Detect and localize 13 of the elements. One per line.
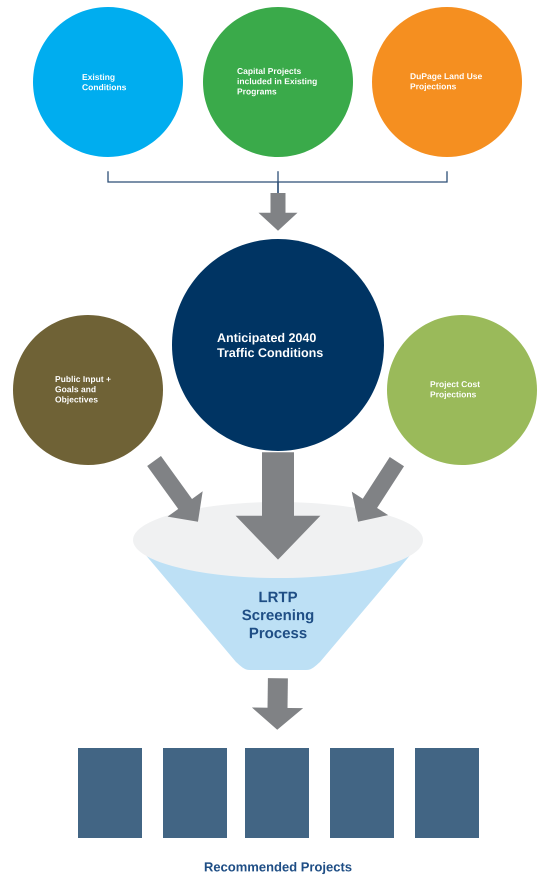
circle-node: Capital Projects included in Existing Programs [203,7,353,157]
circle-node: Existing Conditions [33,7,183,157]
circle-node: Project Cost Projections [387,315,537,465]
caption: Recommended Projects [204,862,352,874]
project-box [330,748,394,838]
project-box [78,748,142,838]
project-box [163,748,227,838]
circle-node: Public Input + Goals and Objectives [13,315,163,465]
bracket-line [277,171,448,196]
project-box [415,748,479,838]
circle-node: Anticipated 2040 Traffic Conditions [172,239,384,451]
circle-node: DuPage Land Use Projections [372,7,522,157]
project-box [245,748,309,838]
